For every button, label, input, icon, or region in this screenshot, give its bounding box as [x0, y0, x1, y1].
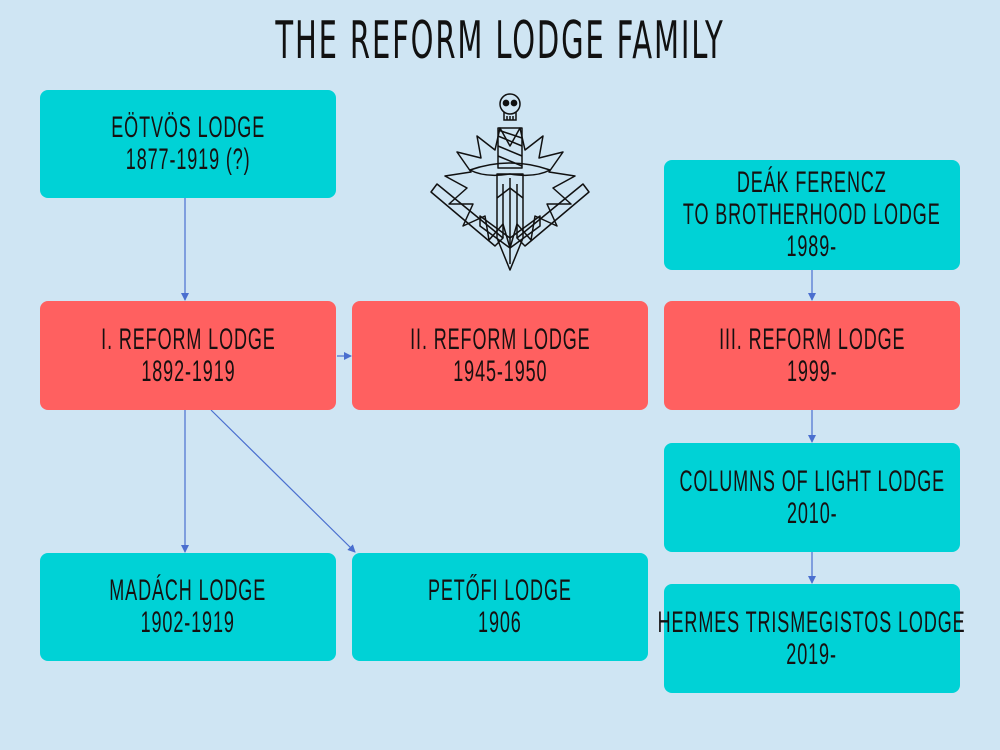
lodge-name: HERMES TRISMEGISTOS LODGE: [658, 605, 966, 639]
lodge-box-reform3: III. REFORM LODGE 1999-: [664, 301, 960, 410]
lodge-box-reform2: II. REFORM LODGE 1945-1950: [352, 301, 648, 410]
lodge-years: 1892-1919: [140, 354, 236, 388]
lodge-years: 2010-: [786, 496, 838, 530]
lodge-years: 1999-: [786, 354, 838, 388]
lodge-name: MADÁCH LODGE: [109, 574, 267, 607]
lodge-box-hermes: HERMES TRISMEGISTOS LODGE 2019-: [658, 584, 965, 693]
lodge-years: 1989-: [786, 230, 838, 263]
lodge-name: EÖTVÖS LODGE: [111, 111, 265, 144]
connector-reform1-to-petofi: [210, 409, 356, 553]
skull-icon: [499, 93, 521, 121]
lodge-name: I. REFORM LODGE: [100, 322, 276, 356]
page-title: THE REFORM LODGE FAMILY: [275, 11, 725, 71]
lodge-box-reform1: I. REFORM LODGE 1892-1919: [40, 301, 336, 410]
lodge-box-petofi: PETŐFI LODGE 1906: [352, 553, 648, 661]
lodge-years: 2019-: [786, 637, 838, 671]
lodge-name-line1: DEÁK FERENCZ: [737, 166, 887, 199]
lodge-years: 1877-1919 (?): [125, 143, 251, 176]
lodge-box-columns: COLUMNS OF LIGHT LODGE 2010-: [664, 443, 960, 552]
lodge-name: PETŐFI LODGE: [428, 574, 572, 607]
lodge-name-line2: TO BROTHERHOOD LODGE: [683, 198, 941, 231]
masonic-emblem-icon: [430, 93, 590, 271]
lodge-name: II. REFORM LODGE: [409, 322, 591, 356]
lodge-box-eotvos: EÖTVÖS LODGE 1877-1919 (?): [40, 90, 336, 198]
lodge-name: III. REFORM LODGE: [718, 322, 906, 356]
lodge-years: 1902-1919: [140, 606, 236, 639]
lodge-years: 1906: [478, 606, 522, 639]
lodge-years: 1945-1950: [452, 354, 548, 388]
lodge-box-madach: MADÁCH LODGE 1902-1919: [40, 553, 336, 661]
lodge-name: COLUMNS OF LIGHT LODGE: [679, 464, 945, 498]
lodge-box-deak: DEÁK FERENCZ TO BROTHERHOOD LODGE 1989-: [664, 160, 960, 270]
